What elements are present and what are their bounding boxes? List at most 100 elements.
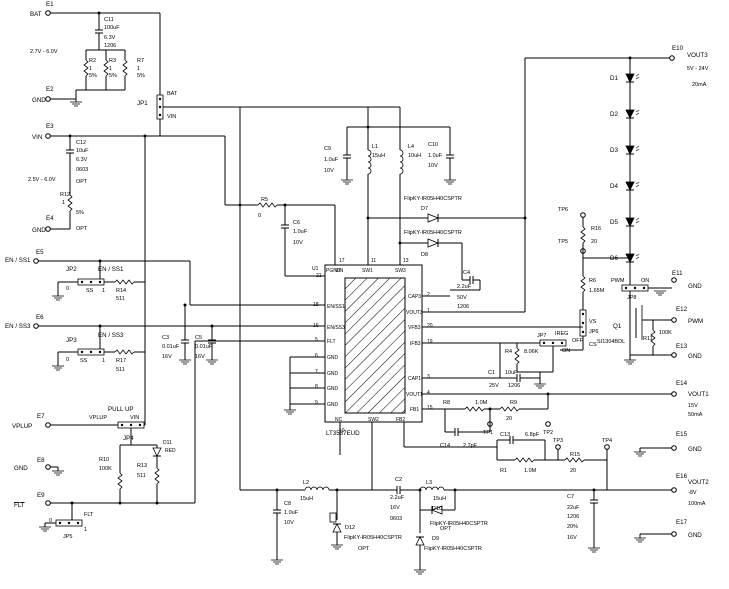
- testpoint-tp2[interactable]: TP2: [543, 421, 553, 436]
- svg-text:VOUT3: VOUT3: [687, 52, 708, 59]
- svg-text:R9: R9: [510, 400, 517, 406]
- svg-text:FLT: FLT: [84, 512, 94, 518]
- terminal-e11[interactable]: E11 GND: [671, 270, 703, 290]
- svg-text:FlipKY-IR05H40CSPTR: FlipKY-IR05H40CSPTR: [430, 521, 488, 527]
- terminal-e5[interactable]: E5 EN / SS1: [5, 249, 44, 264]
- svg-text:R4: R4: [505, 349, 512, 355]
- led-d1: D1: [610, 73, 640, 83]
- svg-text:R16: R16: [591, 226, 601, 232]
- svg-text:E15: E15: [676, 431, 688, 438]
- svg-text:2: 2: [427, 292, 430, 298]
- jumper-jp1[interactable]: JP1 BAT VIN: [137, 91, 178, 120]
- svg-text:VIN: VIN: [167, 114, 176, 120]
- terminal-e2[interactable]: E2 GND: [32, 86, 54, 104]
- terminal-e15[interactable]: E15 GND: [671, 431, 703, 453]
- testpoint-tp6[interactable]: TP6: [558, 207, 586, 218]
- c4-labels: C4 2.2uF 50V 1206: [457, 270, 472, 310]
- terminal-e16[interactable]: E16 VOUT2 -8V 100mA: [671, 473, 709, 507]
- svg-text:25V: 25V: [489, 383, 499, 389]
- svg-text:VOUT3: VOUT3: [406, 310, 423, 316]
- terminal-e4[interactable]: E4 GND: [32, 215, 54, 234]
- svg-text:FLT: FLT: [14, 502, 25, 509]
- svg-text:1.0uF: 1.0uF: [284, 510, 299, 516]
- jumper-jp5[interactable]: FLT 0 1 JP5: [49, 512, 94, 540]
- jumper-jp7[interactable]: JP7 IREG ON OFF: [537, 331, 584, 354]
- testpoint-tp3[interactable]: TP3: [553, 438, 563, 450]
- terminal-e6[interactable]: E6 EN / SS3: [5, 314, 44, 330]
- svg-text:20%: 20%: [567, 524, 578, 530]
- svg-text:16V: 16V: [162, 354, 172, 360]
- svg-text:JP2: JP2: [66, 266, 77, 273]
- svg-text:R13: R13: [137, 463, 147, 469]
- svg-text:C4: C4: [463, 270, 470, 276]
- svg-text:15uH: 15uH: [433, 496, 446, 502]
- terminal-e1[interactable]: E1 BAT: [30, 1, 54, 18]
- svg-text:C7: C7: [567, 494, 574, 500]
- c14-labels: C14 2.7pF: [440, 443, 478, 449]
- svg-text:E3: E3: [46, 123, 54, 130]
- testpoint-tp4[interactable]: TP4: [602, 438, 612, 450]
- svg-text:16V: 16V: [567, 535, 577, 541]
- svg-text:FB1: FB1: [410, 407, 419, 413]
- testpoint-tp1[interactable]: TP1: [483, 421, 493, 436]
- svg-text:OPT: OPT: [358, 546, 370, 552]
- svg-text:15V: 15V: [688, 403, 698, 409]
- svg-text:1.65M: 1.65M: [589, 288, 605, 294]
- svg-text:RED: RED: [165, 448, 176, 454]
- d8-labels: FlipKY-IR05H40CSPTR D8: [404, 230, 462, 258]
- led-d2: D2: [610, 109, 640, 119]
- terminal-e17[interactable]: E17 GND: [671, 519, 703, 539]
- l2-labels: L2 15uH: [300, 480, 313, 502]
- svg-text:R7: R7: [137, 58, 144, 64]
- svg-text:GND: GND: [32, 227, 46, 234]
- svg-text:1: 1: [89, 66, 92, 72]
- svg-text:1: 1: [62, 200, 65, 206]
- svg-text:TP6: TP6: [558, 207, 568, 213]
- bat-range-note: 2.7V - 6.0V: [30, 49, 58, 55]
- svg-text:GND: GND: [327, 371, 339, 377]
- terminal-e7[interactable]: E7 VPLUP: [12, 413, 51, 430]
- terminal-e13[interactable]: E13 GND: [671, 343, 703, 360]
- svg-text:1: 1: [102, 358, 105, 364]
- svg-text:GND: GND: [688, 353, 702, 360]
- svg-text:SS: SS: [80, 358, 88, 364]
- jumper-jp4[interactable]: PULL UP VPLUP VIN JP4: [89, 406, 145, 442]
- svg-text:D8: D8: [421, 252, 428, 258]
- c11-labels: C11 100uF 6.3V 1206: [104, 17, 120, 49]
- svg-text:CAP1: CAP1: [408, 376, 421, 382]
- svg-text:C10: C10: [428, 142, 438, 148]
- svg-text:E12: E12: [676, 306, 688, 313]
- svg-text:PWM: PWM: [688, 318, 703, 325]
- svg-text:4: 4: [427, 390, 430, 396]
- ic-left-pins: 18 EN/SS1 16 EN/SS3 5 FLT 6 GND 7 GND 8 …: [313, 302, 345, 408]
- terminal-e14[interactable]: E14 VOUT1 15V 50mA: [671, 380, 709, 418]
- led-d3-label: D3: [610, 147, 618, 154]
- terminal-e12[interactable]: E12 PWM: [671, 306, 703, 325]
- terminal-e10[interactable]: E10 VOUT3 5V - 24V 20mA: [669, 45, 709, 88]
- svg-text:Q1: Q1: [613, 323, 622, 330]
- svg-text:E14: E14: [676, 380, 688, 387]
- svg-text:D12: D12: [345, 525, 355, 531]
- led-d5: D5: [610, 217, 640, 227]
- svg-text:TP5: TP5: [558, 239, 568, 245]
- svg-text:EN / SS3: EN / SS3: [5, 323, 31, 330]
- svg-text:100K: 100K: [99, 466, 112, 472]
- svg-text:0: 0: [258, 213, 261, 219]
- svg-text:5: 5: [315, 337, 318, 343]
- terminal-e9[interactable]: E9 FLT: [14, 492, 51, 509]
- svg-text:C14: C14: [440, 443, 450, 449]
- svg-text:100uF: 100uF: [104, 25, 120, 31]
- c13-labels: C13 6.8pF: [500, 432, 540, 438]
- svg-text:VIN: VIN: [32, 134, 42, 141]
- terminal-e3[interactable]: E3 VIN: [32, 123, 54, 141]
- svg-text:E10: E10: [672, 45, 684, 52]
- svg-text:1.0M: 1.0M: [475, 400, 488, 406]
- svg-text:EN / SS1: EN / SS1: [5, 257, 31, 264]
- testpoint-tp5[interactable]: TP5: [558, 239, 586, 254]
- svg-text:E2: E2: [46, 86, 54, 93]
- led-d5-label: D5: [610, 219, 618, 226]
- terminal-e8[interactable]: E8 GND: [14, 457, 51, 472]
- ic-bottom-pins: NC 10 SW2 FB2: [335, 417, 405, 434]
